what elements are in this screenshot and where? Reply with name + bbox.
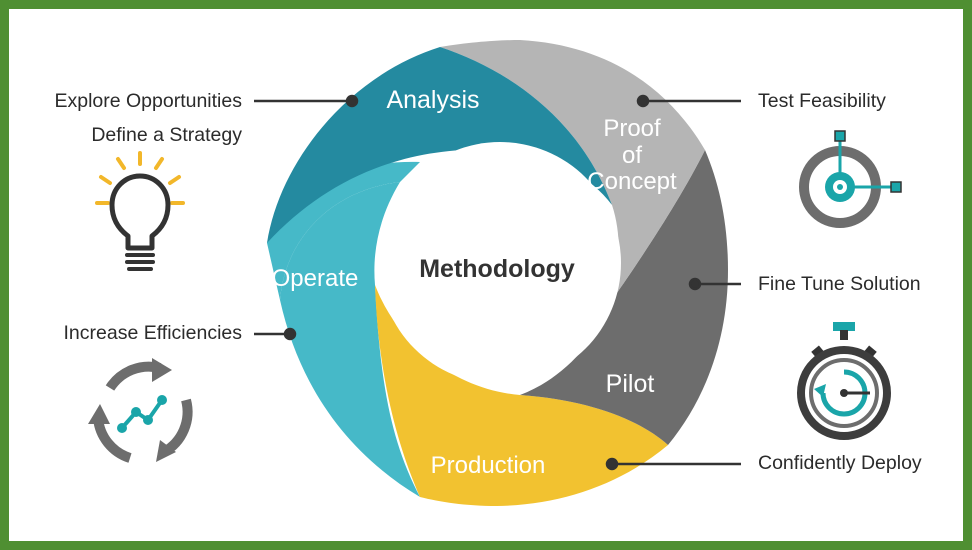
- callout-confidently-deploy: Confidently Deploy: [758, 452, 922, 474]
- connector-dot-analysis: [345, 94, 359, 108]
- segment-label-proof-line3: Concept: [587, 168, 677, 195]
- callout-explore-opportunities: Explore Opportunities: [54, 90, 242, 112]
- connector-dot-proof: [636, 94, 650, 108]
- callout-fine-tune-solution: Fine Tune Solution: [758, 273, 921, 295]
- callout-test-feasibility: Test Feasibility: [758, 90, 886, 112]
- segment-pilot: [520, 150, 728, 445]
- segment-label-proof-line2: of: [622, 142, 642, 169]
- center-circle: [379, 142, 621, 384]
- segment-label-operate: Operate: [272, 265, 359, 292]
- lightbulb-icon: [95, 151, 185, 271]
- connector-dot-production: [605, 457, 619, 471]
- stopwatch-icon: [797, 322, 891, 440]
- segment-label-analysis: Analysis: [386, 86, 479, 114]
- segment-label-pilot: Pilot: [606, 370, 655, 398]
- cycle-chart-icon: [88, 358, 193, 463]
- center-title: Methodology: [419, 255, 575, 283]
- segment-label-production: Production: [431, 452, 546, 479]
- callout-define-strategy: Define a Strategy: [91, 124, 242, 146]
- connector-dot-pilot: [688, 277, 702, 291]
- segment-operate: [280, 182, 420, 497]
- callout-increase-efficiencies: Increase Efficiencies: [63, 322, 242, 344]
- segment-production: [375, 285, 668, 506]
- segment-label-proof-line1: Proof: [603, 115, 661, 142]
- connector-dot-operate: [283, 327, 297, 341]
- target-icon: [799, 130, 902, 228]
- connectors: [254, 94, 741, 471]
- ring: [267, 40, 728, 506]
